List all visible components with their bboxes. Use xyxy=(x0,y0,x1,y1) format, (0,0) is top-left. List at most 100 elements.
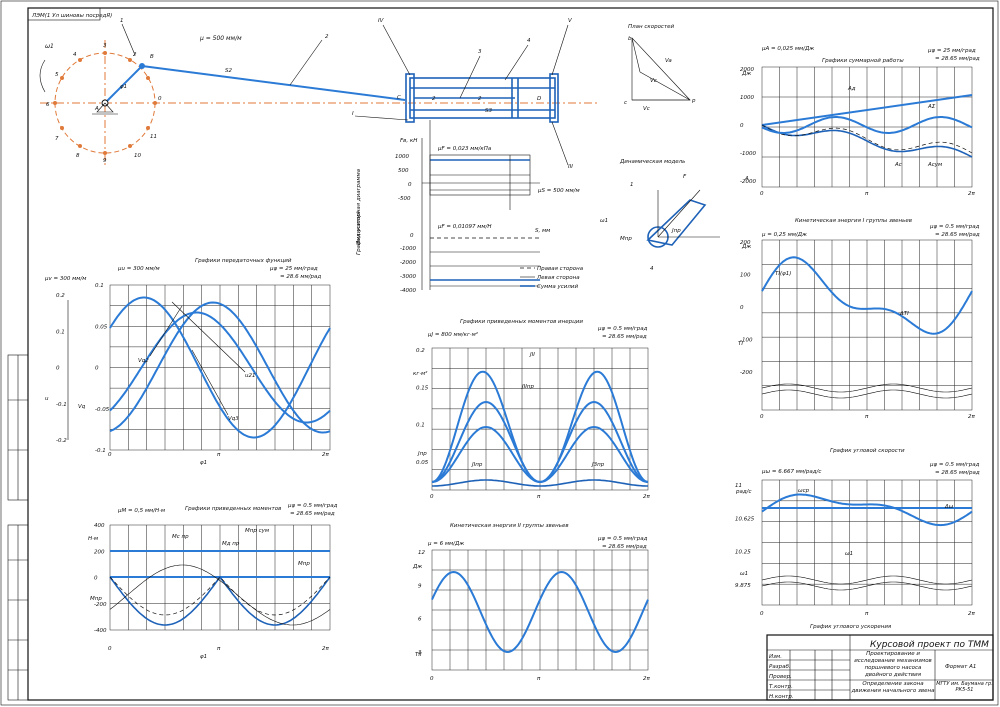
k1-scale-phi: μφ = 0.5 мм/град xyxy=(929,224,980,230)
tf-x-axis: φ1 xyxy=(200,460,207,466)
k2-curve xyxy=(431,570,649,654)
work-x2: 2π xyxy=(968,191,975,197)
work-scale-phi: μφ = 25 мм/град xyxy=(927,48,976,54)
crank-link xyxy=(104,65,143,104)
tb-row-8: Н.контр. xyxy=(769,694,794,700)
omega-curve-label-1: ω1 xyxy=(845,551,853,557)
inner-frame xyxy=(27,7,994,701)
svg-text:11: 11 xyxy=(150,134,157,140)
velocity-plan-title: План скоростей xyxy=(628,24,675,30)
svg-text:2: 2 xyxy=(432,96,436,102)
org-name: МГТУ им. Баумана гр. РК5-51 xyxy=(936,681,993,693)
svg-text:4: 4 xyxy=(73,52,77,58)
indicator-diagram: Индикаторная диаграмма Fв, кН μF = 0,023… xyxy=(356,120,584,294)
svg-text:0: 0 xyxy=(158,96,162,102)
mom-y-tick: 200 xyxy=(94,549,105,555)
k2-x1: π xyxy=(537,676,541,682)
indicator-axis2-title: График усилий xyxy=(356,211,362,255)
svg-text:3: 3 xyxy=(103,43,107,49)
tf-curve-label-1: u21 xyxy=(245,373,255,379)
tb-row-5: Разраб. xyxy=(769,664,791,670)
tf-right-tick: -0.05 xyxy=(95,407,110,413)
omega-y-tick: 11 xyxy=(735,483,742,489)
svg-text:b: b xyxy=(628,36,632,42)
mom-curve-sum xyxy=(109,576,331,616)
omega-curve-low1 xyxy=(761,575,973,585)
tf-left-tick: -0.1 xyxy=(56,402,67,408)
indicator-unit: S, мм xyxy=(535,228,550,234)
k2-y-tick: 3 xyxy=(418,650,422,656)
work-y-tick: 0 xyxy=(740,123,744,129)
svg-text:1: 1 xyxy=(630,182,634,188)
svg-text:c: c xyxy=(624,100,627,106)
k1-x0: 0 xyxy=(760,414,764,420)
omega-curve-label-2: Δω xyxy=(944,504,954,510)
tf-curve-label-0: Vq2 xyxy=(138,358,149,364)
tf-curve-vq2 xyxy=(109,296,331,439)
inertia-axis: Jпр xyxy=(417,451,427,457)
chart-kinetic-2: Кинетическая энергия II группы звеньев μ… xyxy=(412,523,650,682)
indicator-scale1: μF = 0,023 мм/кПа xyxy=(437,146,492,152)
indicator-y2-2: -2000 xyxy=(400,260,416,266)
svg-text:Vc: Vc xyxy=(643,106,650,112)
k1-axis: TI xyxy=(738,341,743,347)
mom-x0: 0 xyxy=(108,646,112,652)
tf-left-axis: u xyxy=(45,396,49,402)
work-y-unit: Дж xyxy=(741,71,751,77)
work-curve-label-0: Aд xyxy=(847,86,856,92)
chart-omega: График угловой скорости μω = 6.667 мм/ра… xyxy=(735,448,980,630)
svg-text:5: 5 xyxy=(55,72,59,78)
omega-axis: ω1 xyxy=(740,571,748,577)
mom-scale-phi2: = 28.65 мм/рад xyxy=(290,511,335,517)
chart-transfer-functions: Графики передаточных функций μv = 300 мм… xyxy=(44,258,331,466)
svg-text:2: 2 xyxy=(325,34,329,40)
tf-left-tick: 0.2 xyxy=(56,293,65,299)
k1-y-tick: 0 xyxy=(740,305,744,311)
tf-curve-label-2: Vq3 xyxy=(228,416,239,422)
mom-y-tick: 400 xyxy=(94,523,105,529)
svg-text:1: 1 xyxy=(120,18,124,24)
svg-text:B: B xyxy=(150,54,154,60)
tf-scale-phi: μφ = 25 мм/град xyxy=(269,266,318,272)
omega-scale-phi2: = 28.65 мм/рад xyxy=(935,470,980,476)
omega-y-unit: рад/с xyxy=(735,489,752,495)
mom-curve-label-1: Mд пр xyxy=(222,541,240,547)
k2-x2: 2π xyxy=(643,676,650,682)
tf-right-tick: 0 xyxy=(95,366,99,372)
tf-title: Графики передаточных функций xyxy=(195,258,292,264)
inertia-x0: 0 xyxy=(430,494,434,500)
svg-text:Jпр: Jпр xyxy=(671,228,681,234)
legend-right: Правая сторона xyxy=(537,266,584,272)
tb-row-0: Изм. xyxy=(769,654,782,660)
tf-scale-v: μv = 300 мм/м xyxy=(44,276,86,282)
work-y-tick: 2000 xyxy=(740,67,754,73)
k1-y-tick: 100 xyxy=(740,273,751,279)
svg-text:Va: Va xyxy=(665,58,672,64)
work-curve-acum xyxy=(761,124,973,154)
indicator-y2-4: -4000 xyxy=(400,288,416,294)
svg-text:4: 4 xyxy=(527,38,531,44)
legend-left: Левая сторона xyxy=(536,275,580,281)
indicator-y2-1: -1000 xyxy=(400,246,416,252)
k2-scale-phi: μφ = 0.5 мм/град xyxy=(597,536,648,542)
mom-curve-label-2: Mпр сум xyxy=(245,528,269,534)
omega-curve-label-0: ωср xyxy=(798,488,810,494)
omega-x1: π xyxy=(865,611,869,617)
sheet-name: Определение закона движения начального з… xyxy=(851,681,935,694)
svg-text:I: I xyxy=(352,111,354,117)
tf-scale-u: μu = 300 мм/м xyxy=(117,266,160,272)
work-scale-phi2: = 28.65 мм/рад xyxy=(935,56,980,62)
work-scale: μA = 0,025 мм/Дж xyxy=(761,46,814,52)
tf-right-tick: -0.1 xyxy=(95,448,106,454)
work-y-tick: -1000 xyxy=(740,151,756,157)
svg-text:V: V xyxy=(568,18,573,24)
k1-curve-low2 xyxy=(761,389,973,399)
indicator-y2-0: 0 xyxy=(410,233,414,239)
k1-scale: μ = 0,25 мм/Дж xyxy=(761,232,807,238)
svg-text:p: p xyxy=(691,98,696,104)
mom-y-unit: Н·м xyxy=(88,536,98,542)
svg-text:3: 3 xyxy=(478,49,482,55)
